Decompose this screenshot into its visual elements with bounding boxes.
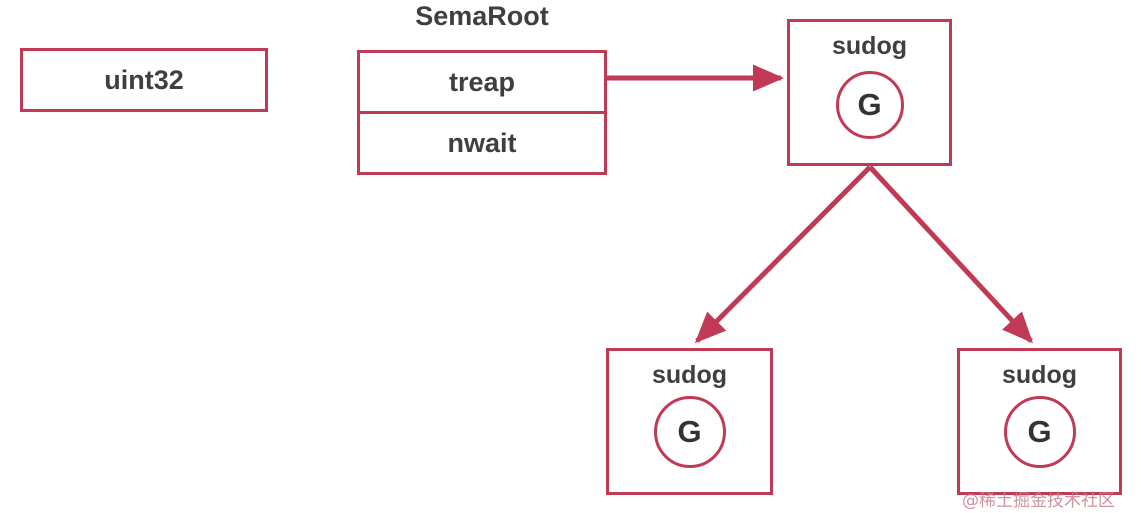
node-sudog-root: sudog G [787,19,952,166]
watermark: @稀土掘金技术社区 [962,491,1115,511]
edge-sudog-root-to-sudog-left [694,165,872,344]
goroutine-circle-root: G [835,71,904,139]
node-uint32-label: uint32 [104,64,184,95]
node-semaroot: treap nwait [357,50,607,175]
node-sudog-left-label: sudog [652,361,727,389]
goroutine-circle-left: G [653,396,726,468]
node-sudog-left: sudog G [606,348,773,495]
node-sudog-root-label: sudog [832,32,907,60]
goroutine-circle-right: G [1003,396,1076,468]
node-sudog-right: sudog G [957,348,1122,495]
semaroot-title: SemaRoot [415,1,549,31]
edge-sudog-root-to-sudog-right [868,165,1034,344]
node-sudog-right-label: sudog [1002,361,1077,389]
semaroot-field-treap: treap [448,66,516,97]
semaroot-field-nwait: nwait [360,111,604,172]
node-uint32: uint32 [20,48,268,112]
